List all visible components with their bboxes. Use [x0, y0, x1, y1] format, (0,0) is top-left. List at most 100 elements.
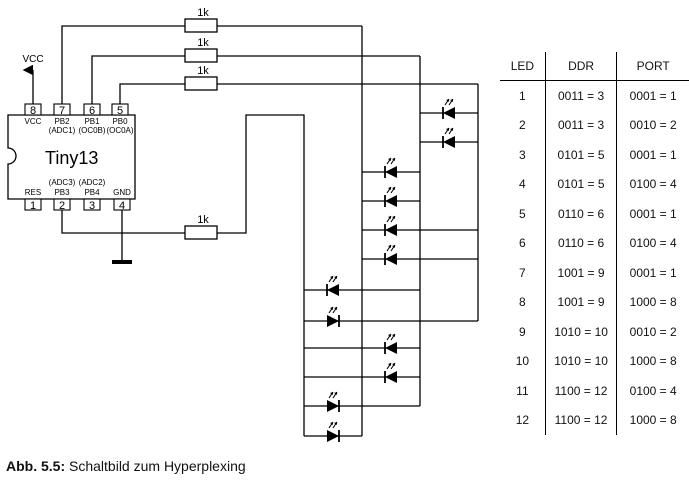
resistor-label: 1k — [197, 65, 209, 77]
cell-led: 8 — [500, 287, 546, 317]
led-11 — [327, 391, 340, 412]
pin-name: VCC — [25, 117, 42, 126]
ground-symbol — [112, 260, 132, 264]
cell-ddr: 0101 = 5 — [545, 169, 618, 199]
pin-alt: (ADC2) — [79, 178, 106, 187]
pin-number: 4 — [119, 200, 125, 212]
cell-port: 1000 = 8 — [629, 354, 677, 369]
pin-number: 1 — [30, 200, 36, 212]
pin-name: GND — [113, 188, 131, 197]
header-port: PORT — [616, 52, 689, 81]
pin-alt: (ADC3) — [49, 178, 76, 187]
cell-led: 6 — [500, 228, 546, 258]
caption-text: Schaltbild zum Hyperplexing — [65, 458, 246, 474]
pin-name: PB0 — [112, 117, 128, 126]
pin-number: 8 — [30, 105, 36, 117]
cell-port: 1000 = 8 — [629, 295, 677, 310]
resistor-1 — [184, 18, 218, 33]
cell-port: 0001 = 1 — [629, 265, 677, 280]
cell-ddr: 0110 = 6 — [545, 228, 618, 258]
pin-alt: (ADC1) — [49, 126, 76, 135]
pin-name: PB1 — [84, 117, 100, 126]
cell-port: 0100 = 4 — [629, 383, 677, 398]
cell-led: 3 — [500, 140, 546, 170]
cell-port: 0001 = 1 — [629, 206, 677, 221]
cell-led: 4 — [500, 169, 546, 199]
pin-number: 7 — [59, 105, 65, 117]
cell-ddr: 1100 = 12 — [545, 405, 618, 435]
cell-port: 0010 = 2 — [629, 118, 677, 133]
caption-label: Abb. 5.5: — [6, 458, 66, 474]
resistor-4 — [184, 225, 218, 240]
pin-name: PB3 — [54, 188, 70, 197]
cell-port: 1000 = 8 — [629, 413, 677, 428]
resistor-2 — [184, 48, 218, 63]
led-9 — [384, 333, 397, 354]
led-3 — [384, 157, 397, 178]
cell-ddr: 0101 = 5 — [545, 140, 618, 170]
chip-name: Tiny13 — [45, 148, 98, 168]
led-8 — [327, 306, 340, 327]
pin-name: PB4 — [84, 188, 100, 197]
pin-number: 6 — [89, 105, 95, 117]
pin-number: 3 — [89, 200, 95, 212]
cell-led: 10 — [500, 346, 546, 376]
resistor-3 — [184, 76, 218, 91]
cell-port: 0001 = 1 — [629, 88, 677, 103]
cell-ddr: 1001 = 9 — [545, 287, 618, 317]
cell-led: 9 — [500, 317, 546, 347]
cell-led: 5 — [500, 199, 546, 229]
led-6 — [384, 244, 397, 265]
cell-led: 1 — [500, 80, 546, 111]
cell-led: 11 — [500, 376, 546, 406]
pin-number: 2 — [59, 200, 65, 212]
led-1 — [442, 98, 455, 119]
cell-led: 2 — [500, 110, 546, 140]
cell-ddr: 0110 = 6 — [545, 199, 618, 229]
resistor-label: 1k — [197, 7, 209, 19]
cell-port: 0100 = 4 — [629, 177, 677, 192]
led-7 — [326, 275, 339, 296]
cell-led: 12 — [500, 405, 546, 435]
cell-ddr: 1010 = 10 — [545, 346, 618, 376]
cell-ddr: 1001 = 9 — [545, 258, 618, 288]
cell-ddr: 1100 = 12 — [545, 376, 618, 406]
cell-port: 0100 = 4 — [629, 236, 677, 251]
cell-port: 0010 = 2 — [629, 324, 677, 339]
resistor-label: 1k — [197, 37, 209, 49]
led-5 — [384, 215, 397, 236]
led-2 — [442, 127, 455, 148]
header-led: LED — [500, 52, 546, 81]
cell-port: 0001 = 1 — [629, 147, 677, 162]
pin-alt: (OC0B) — [78, 126, 105, 135]
cell-ddr: 1010 = 10 — [545, 317, 618, 347]
led-4 — [384, 186, 397, 207]
led-10 — [384, 362, 397, 383]
resistor-label: 1k — [197, 214, 209, 226]
led-12 — [327, 421, 340, 442]
pin-name: PB2 — [54, 117, 70, 126]
cell-led: 7 — [500, 258, 546, 288]
chip-body — [7, 114, 136, 200]
pin-name: RES — [25, 188, 41, 197]
schematic-diagram: 1k 1k 1k 1k Tiny13 8 7 6 5 1 2 3 4 VCC P… — [7, 7, 479, 442]
pin-number: 5 — [117, 105, 123, 117]
cell-ddr: 0011 = 3 — [545, 80, 618, 111]
vcc-label: VCC — [22, 54, 43, 65]
cell-ddr: 0011 = 3 — [545, 110, 618, 140]
table-header-row: LED DDR PORT — [500, 52, 689, 81]
